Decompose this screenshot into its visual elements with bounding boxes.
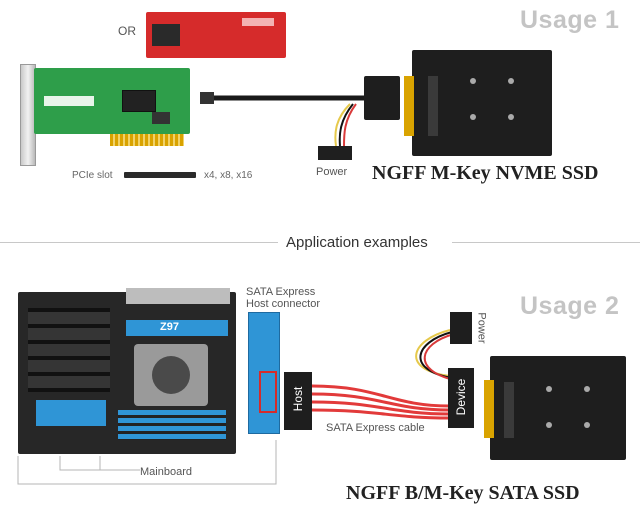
usage1-power-label: Power bbox=[316, 166, 348, 178]
device-plug: Device bbox=[448, 368, 474, 428]
pch-heatsink bbox=[36, 400, 106, 426]
sata-express-cable-label: SATA Express cable bbox=[326, 422, 425, 434]
usage1-ssd-adapter bbox=[404, 50, 552, 156]
screw-hole-7 bbox=[584, 386, 590, 392]
usage1-ssd-title: NGFF M-Key NVME SSD bbox=[372, 162, 599, 184]
screw-hole-8 bbox=[584, 422, 590, 428]
usage2-ssd-adapter bbox=[484, 356, 626, 460]
mainboard-label: Mainboard bbox=[140, 466, 192, 478]
screw-hole-1 bbox=[470, 78, 476, 84]
sata-express-label-line2: Host connector bbox=[246, 298, 320, 310]
m2-slot-2 bbox=[504, 382, 514, 438]
sff-connector bbox=[122, 90, 156, 112]
chipset-label: Z97 bbox=[160, 321, 179, 333]
ce-fc-marks bbox=[44, 96, 94, 106]
pcie-slot bbox=[124, 172, 196, 178]
cpu-cooler bbox=[134, 344, 208, 406]
screw-hole-2 bbox=[470, 114, 476, 120]
pcie-slot-label: PCIe slot bbox=[72, 170, 113, 181]
power-connector bbox=[450, 312, 472, 344]
pcie-gold-fingers bbox=[110, 134, 184, 146]
u2-connector bbox=[152, 24, 180, 46]
m2-slot bbox=[428, 76, 438, 136]
or-label: OR bbox=[118, 24, 136, 38]
chip bbox=[152, 112, 170, 124]
sata-connector-2 bbox=[484, 380, 494, 438]
sata-connector bbox=[404, 76, 414, 136]
host-plug: Host bbox=[284, 372, 312, 430]
host-label: Host bbox=[291, 386, 305, 412]
screw-hole-4 bbox=[508, 114, 514, 120]
usage1-title: Usage 1 bbox=[520, 6, 620, 34]
usage2-title: Usage 2 bbox=[520, 292, 620, 320]
card-silkscreen bbox=[242, 18, 274, 26]
usage2-power-label: Power bbox=[475, 312, 488, 344]
pcie-widths-label: x4, x8, x16 bbox=[204, 170, 253, 181]
io-shield bbox=[126, 288, 230, 304]
screw-hole-6 bbox=[546, 422, 552, 428]
divider-right bbox=[452, 242, 640, 243]
section-title: Application examples bbox=[286, 234, 428, 251]
sata-port-highlight bbox=[259, 371, 277, 413]
z97-heatsink: Z97 bbox=[126, 320, 228, 336]
sata-express-label-line1: SATA Express bbox=[246, 286, 316, 298]
ram-slots bbox=[118, 410, 226, 440]
mainboard: Z97 bbox=[18, 288, 236, 454]
device-label: Device bbox=[454, 378, 468, 416]
screw-hole-3 bbox=[508, 78, 514, 84]
sata-express-host-connector bbox=[248, 312, 280, 434]
cooler-fan bbox=[152, 356, 190, 394]
red-u2-adapter-card bbox=[146, 12, 286, 58]
usage2-ssd-title: NGFF B/M-Key SATA SSD bbox=[346, 482, 580, 504]
divider-left bbox=[0, 242, 278, 243]
green-pcie-card bbox=[34, 68, 190, 134]
expansion-slots bbox=[28, 308, 110, 392]
screw-hole-5 bbox=[546, 386, 552, 392]
